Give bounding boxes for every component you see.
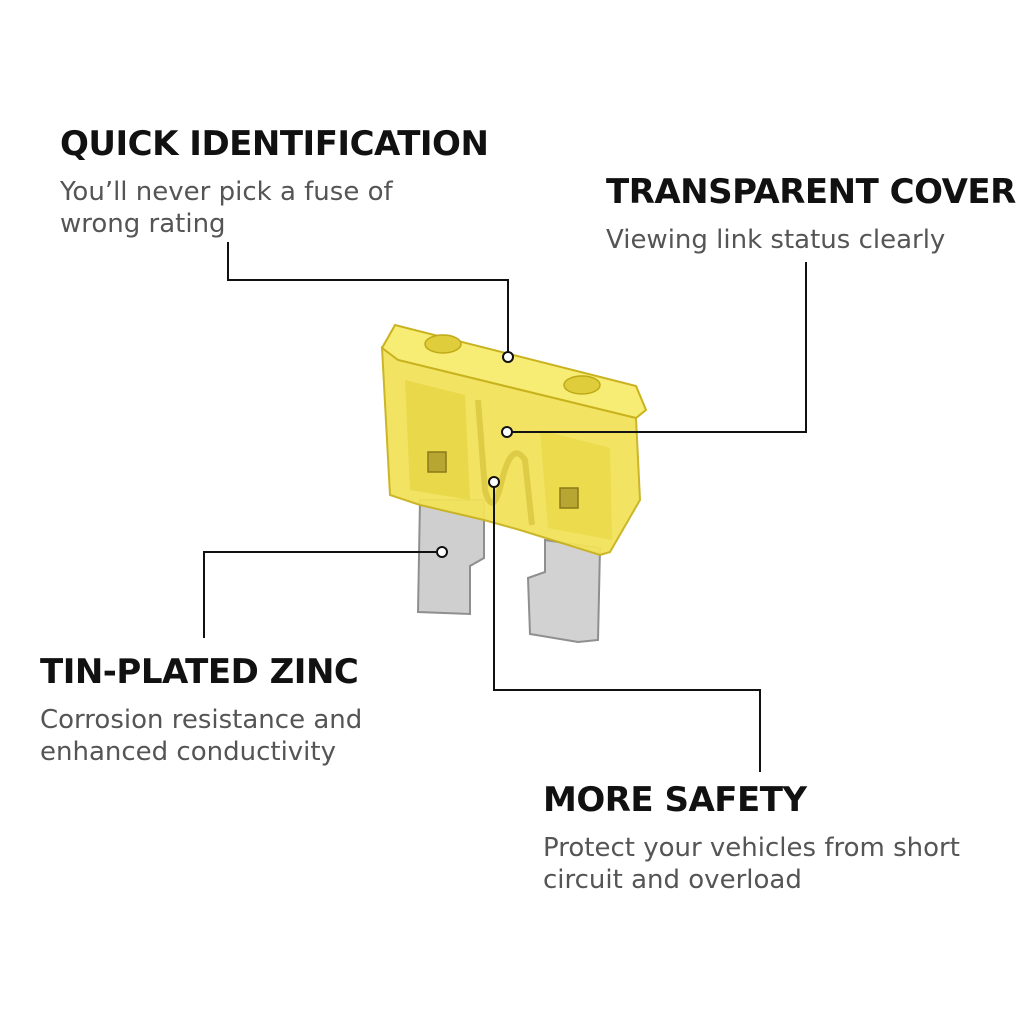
fuse-rating-hole-right xyxy=(563,375,601,395)
callout-line: You’ll never pick a fuse of xyxy=(60,177,393,207)
leader-tin-plated-zinc xyxy=(203,551,442,638)
dot-quick-identification xyxy=(502,351,514,363)
fuse-contact-window-right xyxy=(559,487,579,509)
dot-tin-plated-zinc xyxy=(436,546,448,558)
callout-tin-plated-zinc: TIN-PLATED ZINC Corrosion resistance and… xyxy=(40,652,362,768)
right-terminal xyxy=(526,538,602,644)
fuse-terminals xyxy=(416,499,602,644)
leader-more-safety xyxy=(493,484,761,772)
callout-line: Corrosion resistance and xyxy=(40,705,363,735)
callout-quick-identification: QUICK IDENTIFICATION You’ll never pick a… xyxy=(60,124,489,240)
leader-lines xyxy=(203,242,807,772)
callout-line: Viewing link status clearly xyxy=(606,225,946,255)
fuse-rating-hole-left xyxy=(424,334,462,354)
dot-more-safety xyxy=(488,476,500,488)
callout-description: Corrosion resistance and enhanced conduc… xyxy=(40,704,362,768)
callout-description: Protect your vehicles from short circuit… xyxy=(543,832,960,896)
fuse-inner-shading-right xyxy=(540,430,612,540)
fuse-contact-window-left xyxy=(427,451,447,473)
callout-title: TRANSPARENT COVER xyxy=(606,172,1016,212)
callout-title: TIN-PLATED ZINC xyxy=(40,652,359,692)
fuse-body xyxy=(380,323,648,557)
leader-transparent-cover xyxy=(510,262,807,433)
callout-transparent-cover: TRANSPARENT COVER Viewing link status cl… xyxy=(606,172,1016,256)
callout-description: Viewing link status clearly xyxy=(606,224,1016,256)
leader-quick-identification xyxy=(227,242,509,354)
callout-line: circuit and overload xyxy=(543,865,802,895)
callout-line: enhanced conductivity xyxy=(40,737,336,767)
callout-title: MORE SAFETY xyxy=(543,780,807,820)
fuse-element-link xyxy=(475,399,535,526)
callout-description: You’ll never pick a fuse of wrong rating xyxy=(60,176,488,240)
fuse-inner-shading xyxy=(405,380,470,500)
leader-dots xyxy=(436,351,514,558)
dot-transparent-cover xyxy=(501,426,513,438)
callout-line: wrong rating xyxy=(60,209,226,239)
callout-more-safety: MORE SAFETY Protect your vehicles from s… xyxy=(543,780,960,896)
callout-line: Protect your vehicles from short xyxy=(543,833,960,863)
callout-title: QUICK IDENTIFICATION xyxy=(60,124,489,164)
